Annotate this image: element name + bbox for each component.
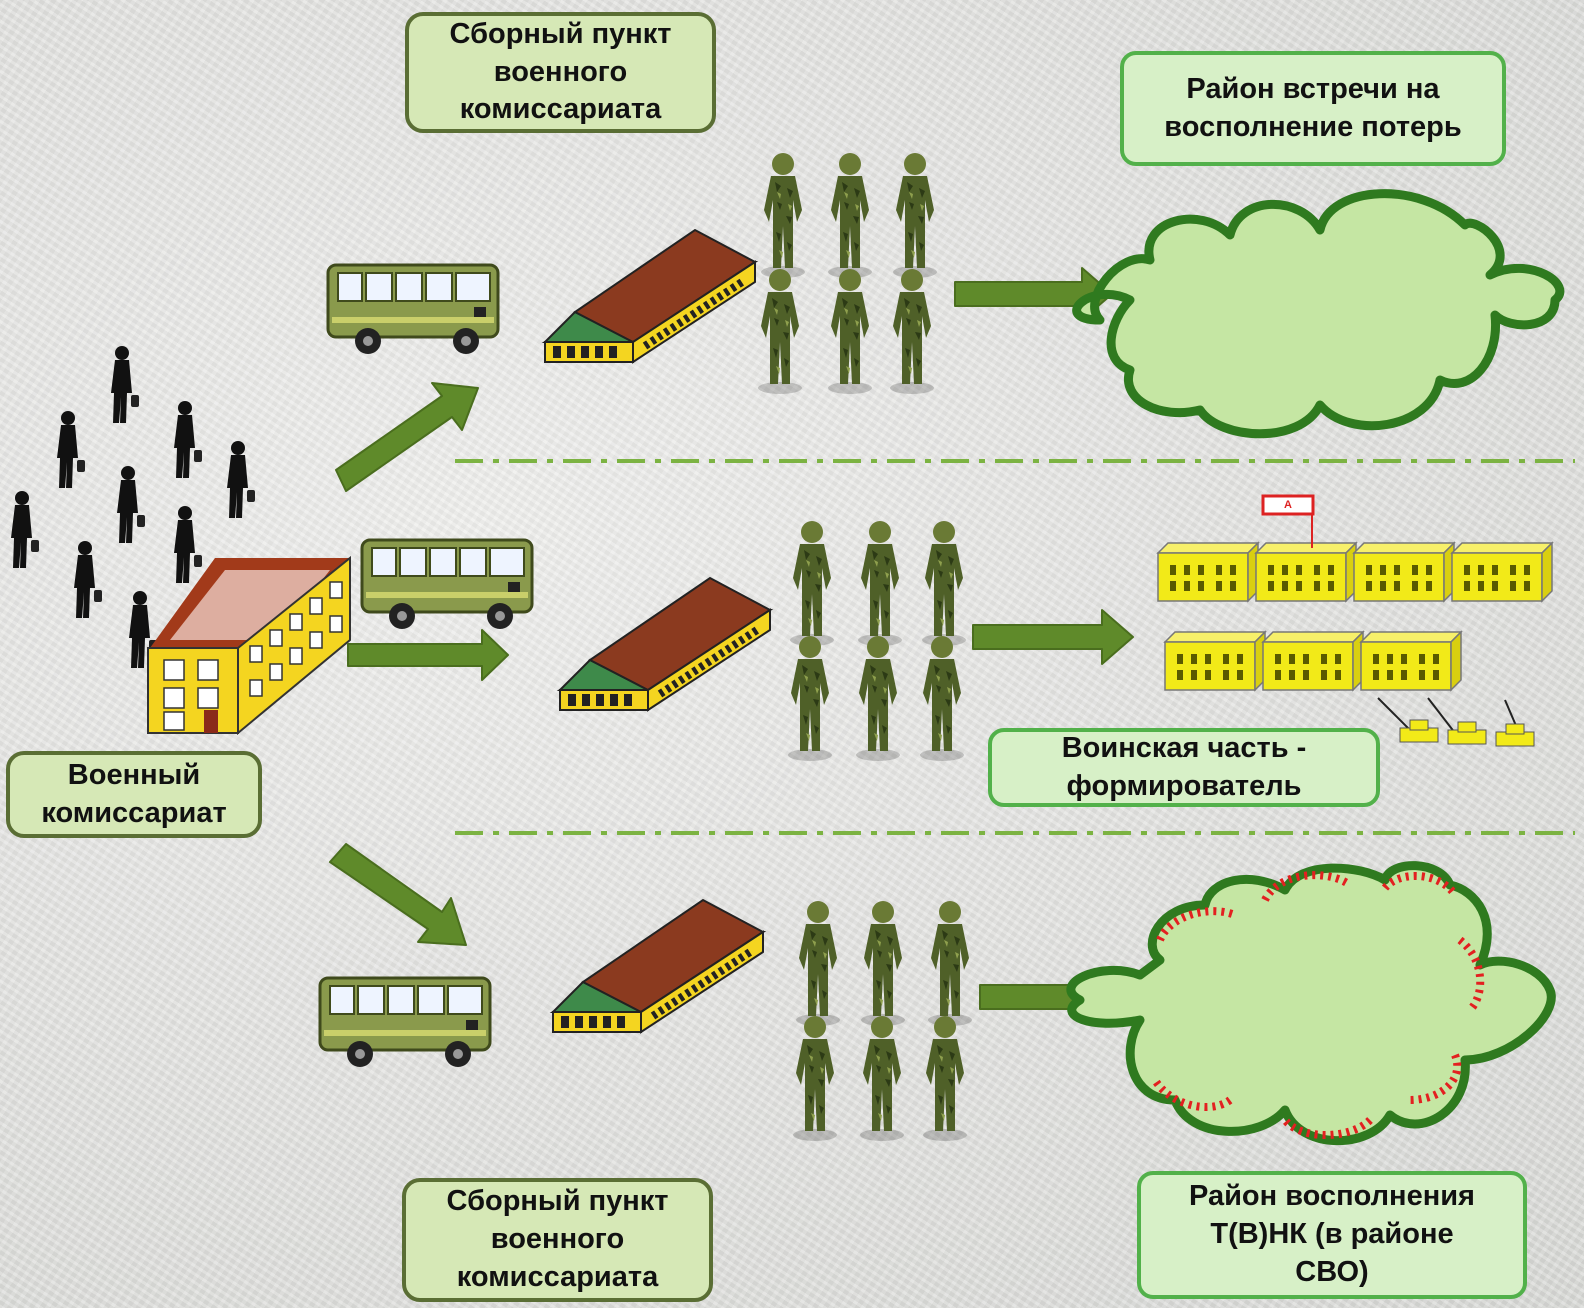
collection-point-barracks-icon <box>560 578 770 710</box>
soldiers-group-icon <box>758 153 937 394</box>
soldiers-group-icon <box>788 521 966 761</box>
commissariat-building-icon <box>147 555 351 736</box>
equipment-vehicles-icon <box>1377 697 1535 747</box>
commissariat-label: Военный комиссариат <box>6 751 262 838</box>
arrow-icon <box>972 609 1134 665</box>
collection-point-barracks-icon <box>545 230 755 362</box>
replenishment-area-cloud <box>1066 861 1556 1146</box>
bus-icon <box>360 538 534 631</box>
military-unit-label: Воинская часть - формирователь <box>988 728 1380 807</box>
soldiers-group-icon <box>793 901 972 1141</box>
collection-point-barracks-icon <box>553 900 763 1032</box>
arrow-icon <box>335 382 479 492</box>
loss-area-label: Район встречи на восполнение потерь <box>1120 51 1506 166</box>
military-unit-buildings-icon <box>1157 494 1553 691</box>
bus-icon <box>318 976 492 1069</box>
unit-flag-letter: А <box>1284 499 1292 511</box>
replenishment-area-label: Район восполнения Т(В)НК (в районе СВО) <box>1137 1171 1527 1299</box>
trench-marks <box>1151 871 1485 1139</box>
arrow-icon <box>347 629 509 681</box>
bus-icon <box>326 263 500 356</box>
collection-point-top-label: Сборный пункт военного комиссариата <box>405 12 716 133</box>
arrow-icon <box>329 843 467 946</box>
loss-area-cloud <box>1072 189 1565 439</box>
collection-point-bottom-label: Сборный пункт военного комиссариата <box>402 1178 713 1302</box>
